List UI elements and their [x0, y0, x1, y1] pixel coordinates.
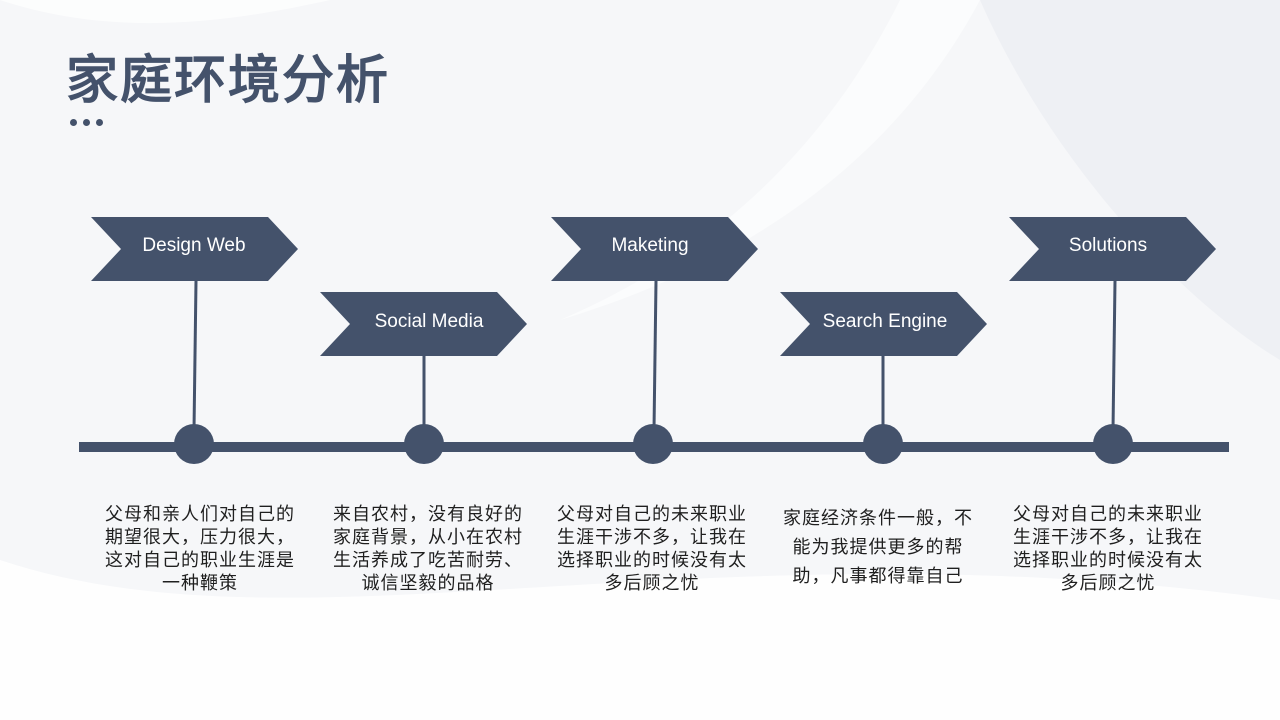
flag-label: Maketing — [611, 235, 689, 256]
flag-social-media — [320, 292, 527, 356]
timeline-node — [404, 424, 444, 464]
timeline-description: 家庭经济条件一般，不能为我提供更多的帮助，凡事都得靠自己 — [783, 508, 973, 587]
timeline-description: 父母和亲人们对自己的期望很大，压力很大，这对自己的职业生涯是一种鞭策 — [105, 504, 295, 594]
timeline-node — [1093, 424, 1133, 464]
flag-design-web — [91, 217, 298, 281]
flag-pole — [192, 280, 198, 431]
flag-label: Design Web — [142, 235, 246, 256]
dot — [83, 119, 90, 126]
dot — [96, 119, 103, 126]
flag-pole — [1111, 280, 1117, 431]
timeline-description: 父母对自己的未来职业生涯干涉不多，让我在选择职业的时候没有太多后顾之忧 — [557, 504, 747, 594]
flag-solutions — [1009, 217, 1216, 281]
dot — [70, 119, 77, 126]
flag-pole — [652, 280, 658, 431]
page-title: 家庭环境分析 — [66, 51, 391, 111]
timeline-description: 来自农村，没有良好的家庭背景，从小在农村生活养成了吃苦耐劳、诚信坚毅的品格 — [333, 504, 523, 594]
flag-label: Search Engine — [822, 311, 948, 332]
timeline-node — [863, 424, 903, 464]
flag-search-engine — [780, 292, 987, 356]
timeline-node — [633, 424, 673, 464]
flag-label: Social Media — [374, 311, 484, 332]
timeline-node — [174, 424, 214, 464]
flag-label: Solutions — [1068, 235, 1148, 256]
flag-maketing — [551, 217, 758, 281]
timeline-description: 父母对自己的未来职业生涯干涉不多，让我在选择职业的时候没有太多后顾之忧 — [1013, 504, 1203, 594]
title-dots-decoration — [70, 119, 103, 126]
